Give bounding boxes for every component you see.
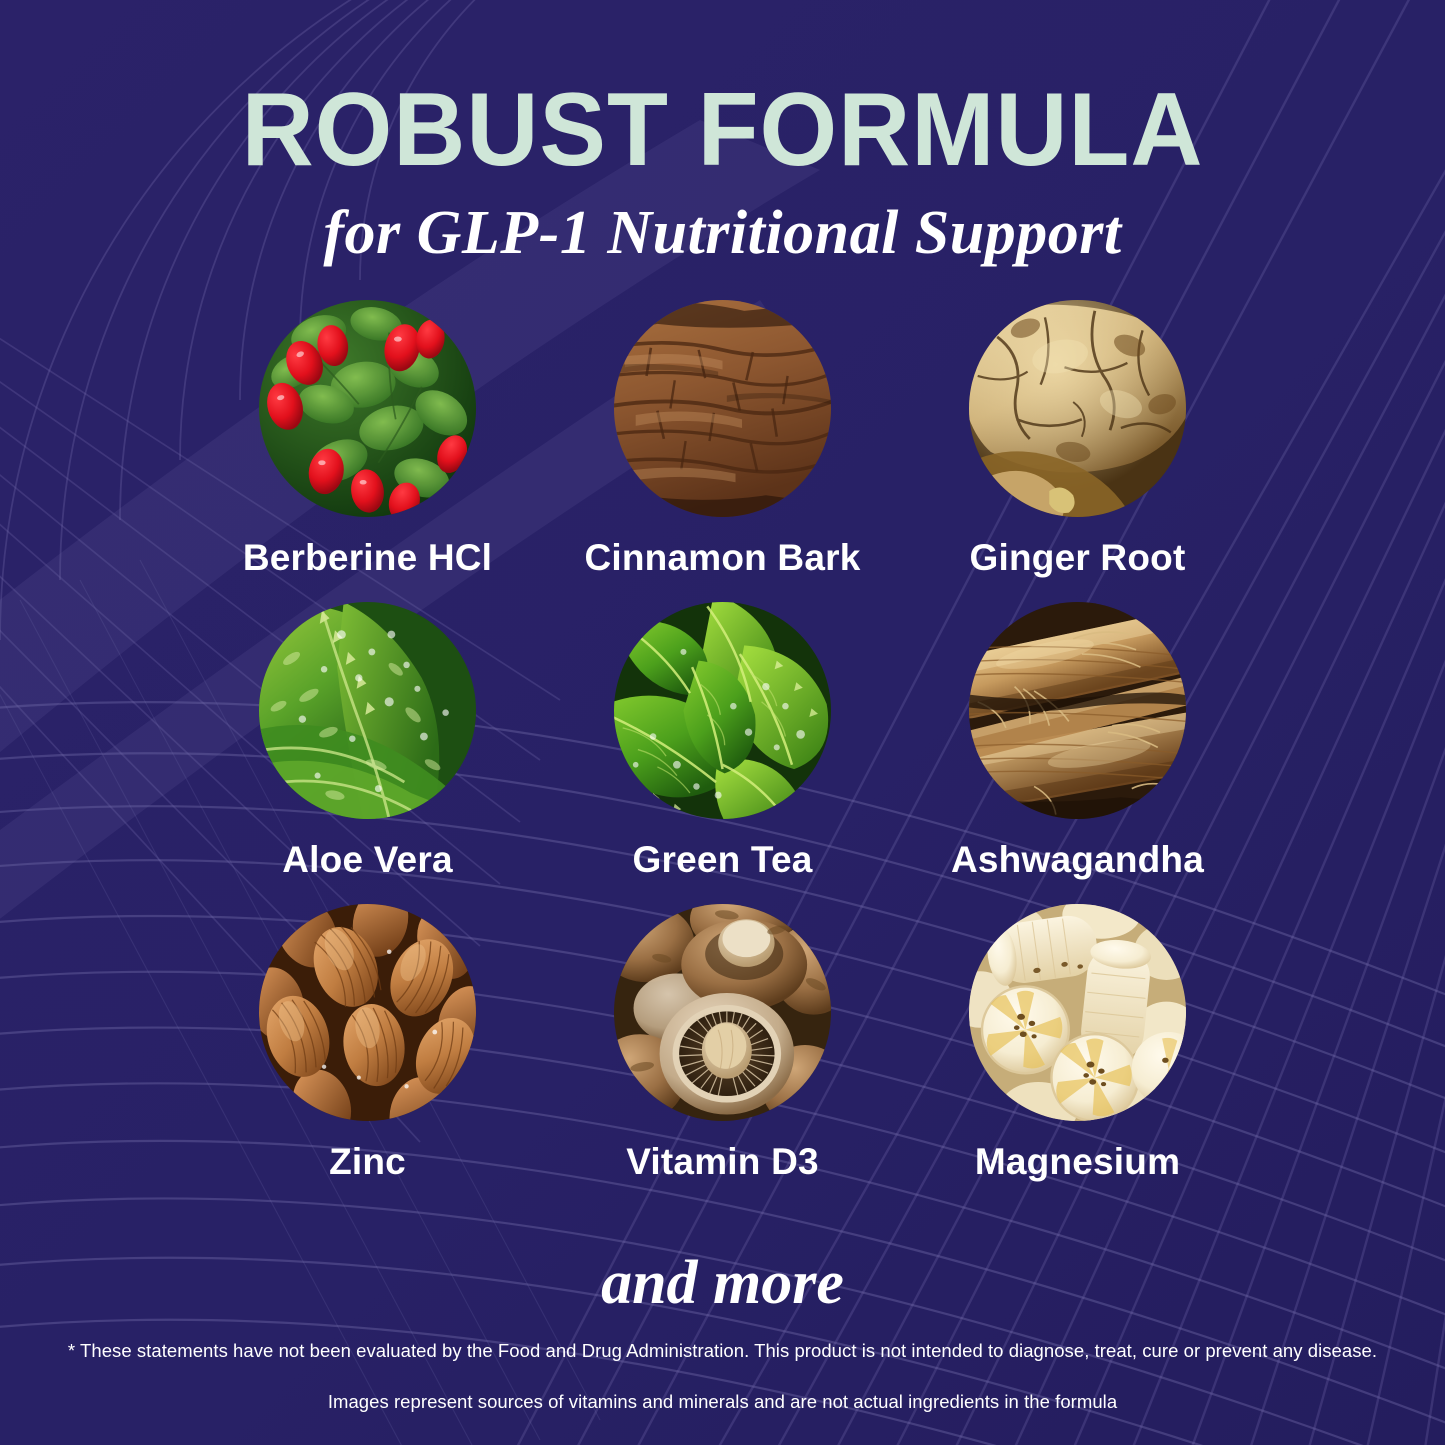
ingredient-label: Ginger Root xyxy=(969,537,1186,578)
ingredient-item-berberine-hcl: Berberine HCl xyxy=(190,300,545,579)
footer-line-images: Images represent sources of vitamins and… xyxy=(327,1390,1118,1412)
ingredient-label: Berberine HCl xyxy=(242,537,493,578)
ingredient-item-aloe-vera: Aloe Vera xyxy=(190,592,545,881)
aloe-vera-leaves-image xyxy=(259,602,476,819)
ingredient-item-zinc: Zinc xyxy=(190,894,545,1183)
ingredient-label: Cinnamon Bark xyxy=(584,537,861,578)
ingredient-item-ashwagandha: Ashwagandha xyxy=(900,592,1255,881)
ingredient-item-green-tea: Green Tea xyxy=(545,592,900,881)
ashwagandha-roots-image xyxy=(969,602,1186,819)
ingredient-label: Green Tea xyxy=(632,839,813,880)
ingredient-label: Zinc xyxy=(329,1141,406,1182)
banana-slices-image xyxy=(969,904,1186,1121)
mushrooms-image xyxy=(614,904,831,1121)
page-subtitle: for GLP-1 Nutritional Support xyxy=(323,199,1122,267)
ingredient-item-ginger-root: Ginger Root xyxy=(900,300,1255,579)
ingredient-item-vitamin-d3: Vitamin D3 xyxy=(545,894,900,1183)
ginger-root-image xyxy=(969,300,1186,517)
ingredient-label: Ashwagandha xyxy=(950,839,1205,880)
footer-disclaimer: * These statements have not been evaluat… xyxy=(0,1340,1445,1412)
cinnamon-bark-image xyxy=(614,300,831,517)
green-tea-leaves-image xyxy=(614,602,831,819)
ingredient-label: Vitamin D3 xyxy=(626,1141,819,1182)
almonds-image xyxy=(259,904,476,1121)
ingredient-label: Aloe Vera xyxy=(282,839,453,880)
page-title: ROBUST FORMULA xyxy=(241,72,1204,188)
and-more-text: and more xyxy=(601,1249,844,1317)
berberine-berries-image xyxy=(259,300,476,517)
ingredient-item-magnesium: Magnesium xyxy=(900,894,1255,1183)
ingredient-grid: Berberine HCl xyxy=(0,300,1445,1183)
ingredient-label: Magnesium xyxy=(974,1141,1181,1182)
footer-line-fda: * These statements have not been evaluat… xyxy=(67,1340,1378,1361)
header: ROBUST FORMULA for GLP-1 Nutritional Sup… xyxy=(0,0,1445,264)
ingredient-item-cinnamon-bark: Cinnamon Bark xyxy=(545,300,900,579)
